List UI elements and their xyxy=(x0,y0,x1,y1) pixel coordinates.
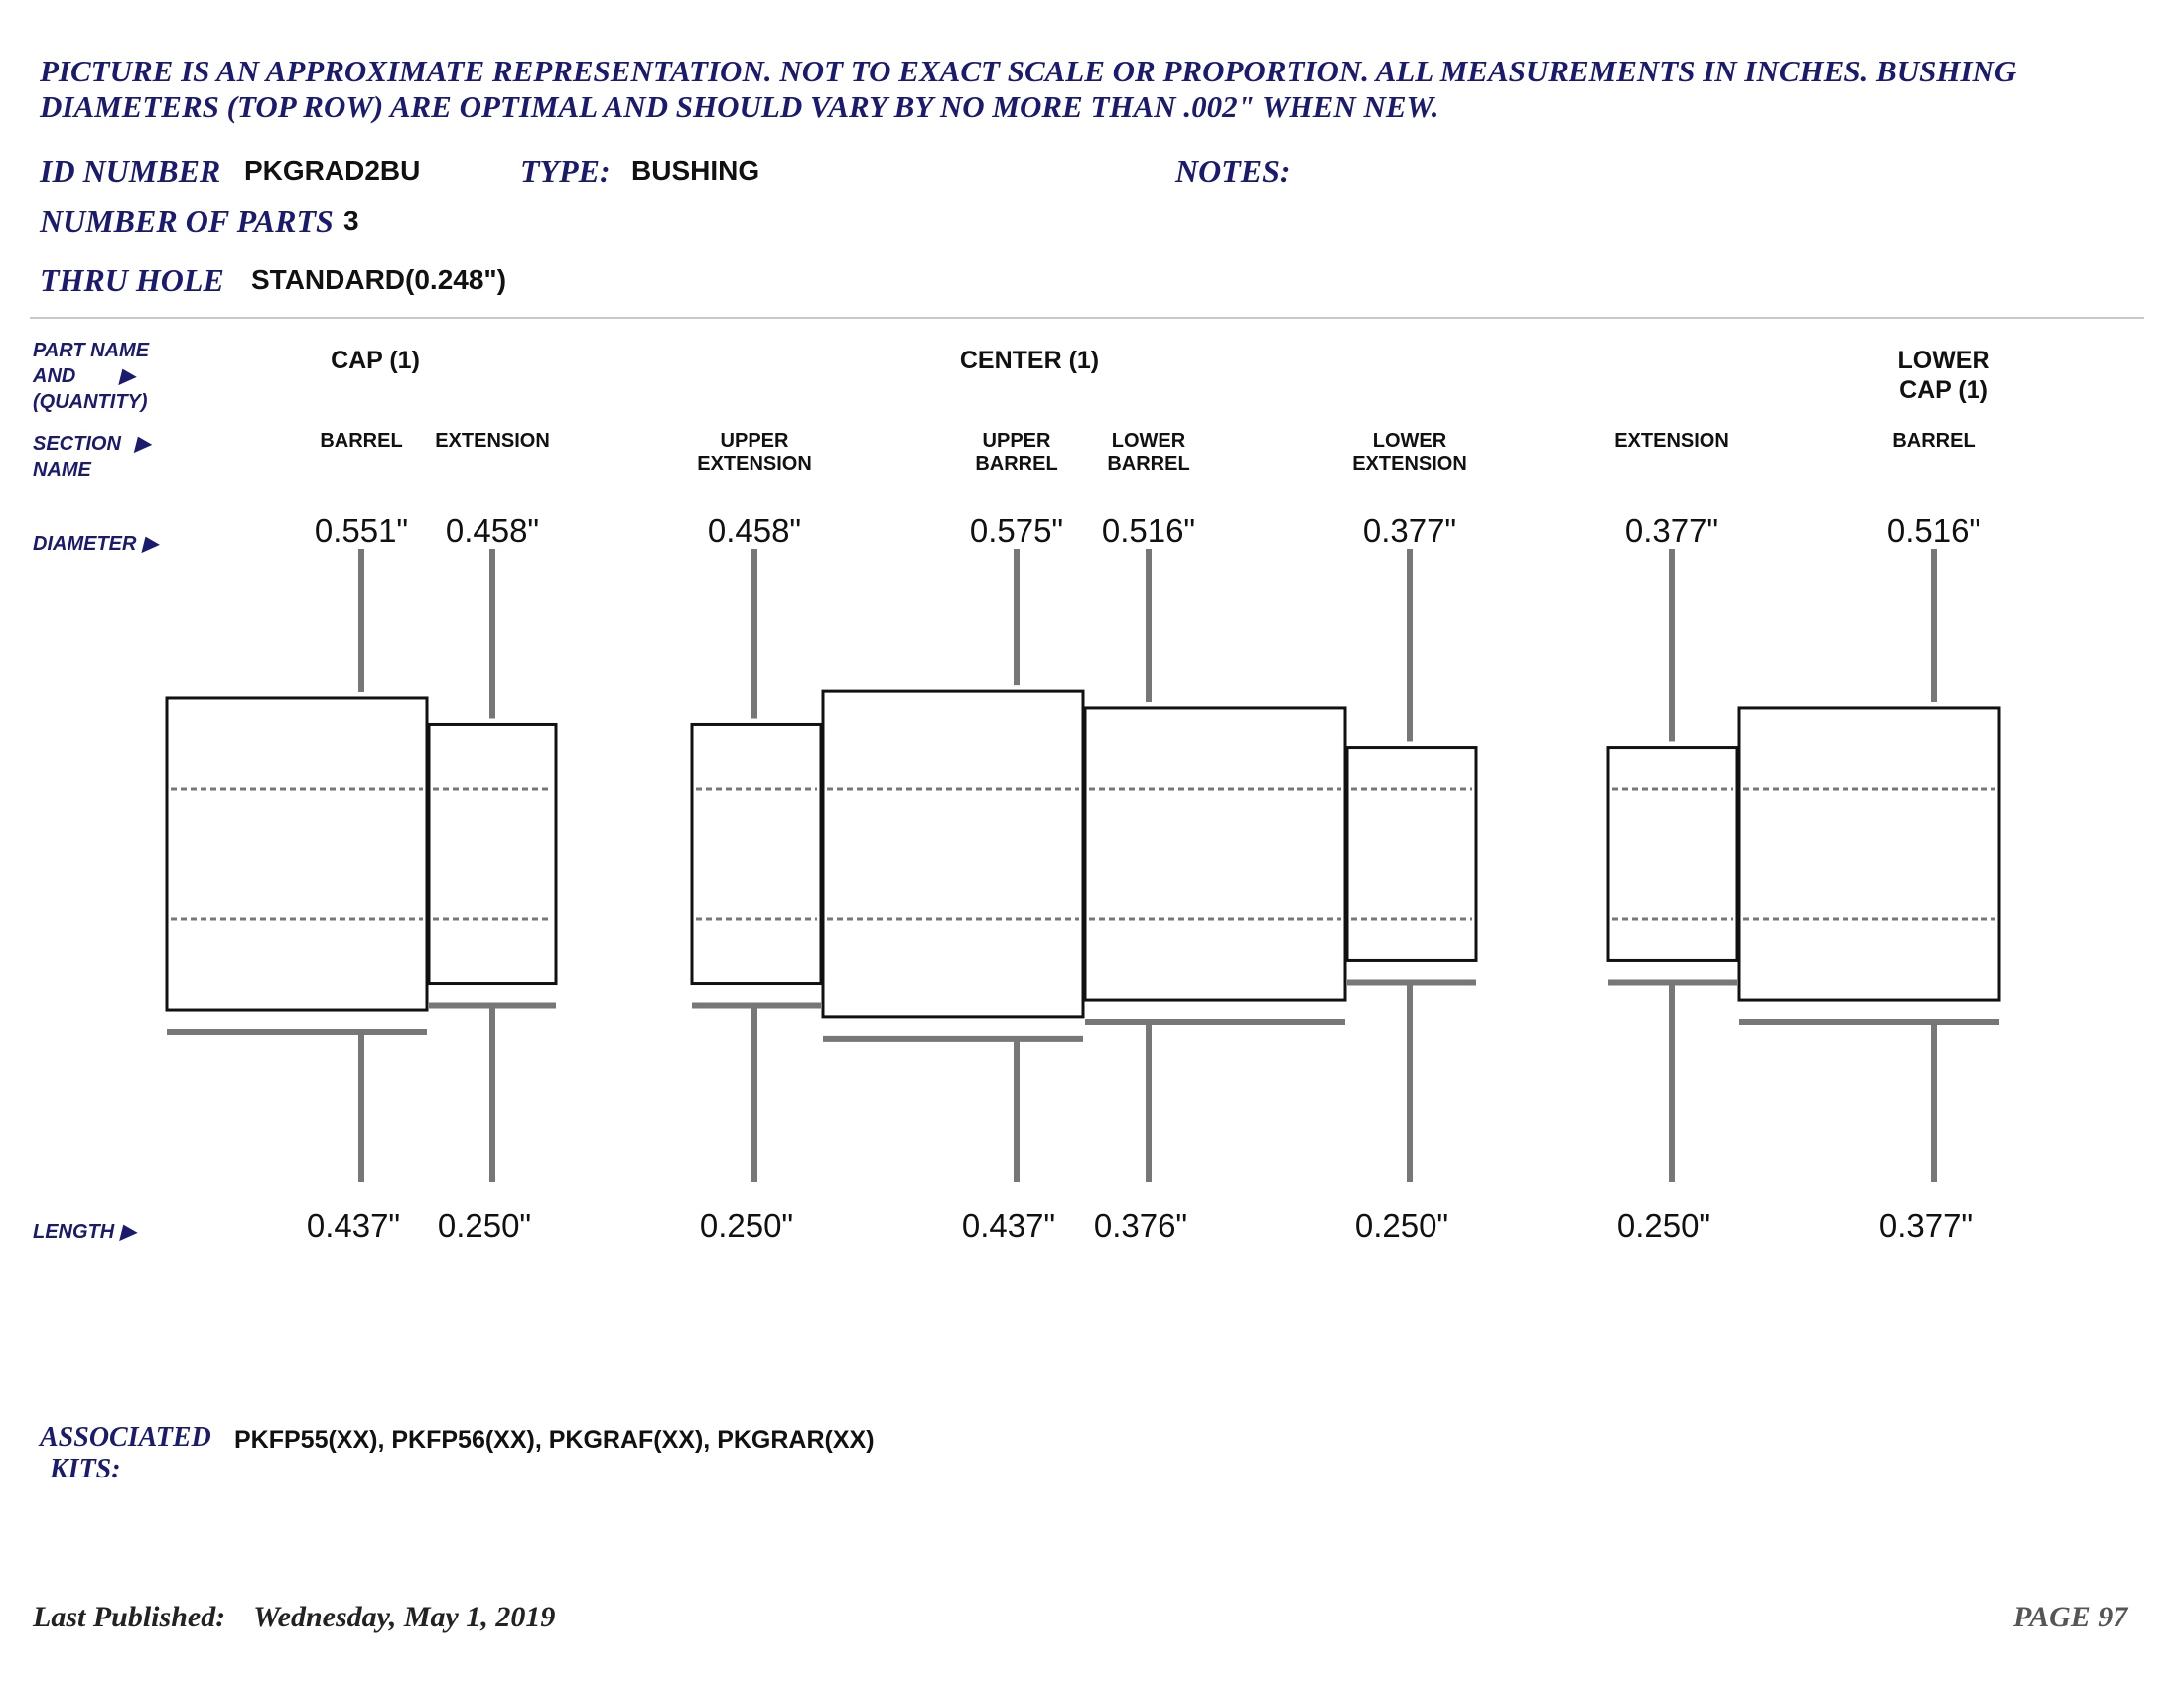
type-label: TYPE: xyxy=(520,153,611,189)
length-value: 0.437" xyxy=(306,1207,401,1244)
diameter-value: 0.516" xyxy=(1886,512,1981,549)
section-name-row-label: SECTION▶ NAME xyxy=(33,433,151,481)
length-value: 0.250" xyxy=(699,1207,794,1244)
section-body xyxy=(1083,706,1347,1002)
arrow-right-icon: ▶ xyxy=(119,365,135,387)
part-name-row-label: PART NAME AND▶ (QUANTITY) xyxy=(33,340,150,413)
arrow-right-icon: ▶ xyxy=(120,1221,136,1243)
length-value: 0.376" xyxy=(1093,1207,1188,1244)
section-body xyxy=(1345,746,1478,962)
thru-hole-label: THRU HOLE xyxy=(40,262,224,298)
diameter-value: 0.551" xyxy=(314,512,409,549)
associated-kits-value: PKFP55(XX), PKFP56(XX), PKGRAF(XX), PKGR… xyxy=(234,1426,875,1454)
diameter-value: 0.575" xyxy=(969,512,1064,549)
arrow-right-icon: ▶ xyxy=(142,533,158,555)
section-name: BARREL xyxy=(320,430,403,452)
diameter-row-label: DIAMETER▶ xyxy=(33,533,158,555)
length-value: 0.250" xyxy=(437,1207,532,1244)
section-name: BARREL xyxy=(1892,430,1976,452)
section-name: EXTENSION xyxy=(435,430,550,452)
section-body xyxy=(1606,746,1739,962)
disclaimer-text: PICTURE IS AN APPROXIMATE REPRESENTATION… xyxy=(40,54,2017,124)
section-body xyxy=(165,696,429,1012)
last-published: Last Published:Wednesday, May 1, 2019 xyxy=(33,1601,556,1633)
arrow-right-icon: ▶ xyxy=(134,433,151,455)
diameter-value: 0.516" xyxy=(1101,512,1196,549)
thru-hole-value: STANDARD(0.248") xyxy=(251,264,507,295)
id-number-label: ID NUMBER xyxy=(40,153,221,189)
associated-kits-label: ASSOCIATED KITS: xyxy=(40,1422,211,1484)
header-divider xyxy=(30,317,2144,319)
notes-label: NOTES: xyxy=(1175,153,1291,189)
length-value: 0.250" xyxy=(1354,1207,1449,1244)
page-number: PAGE 97 xyxy=(2013,1601,2128,1633)
length-value: 0.377" xyxy=(1878,1207,1974,1244)
section-body xyxy=(427,722,558,986)
length-row-label: LENGTH▶ xyxy=(33,1221,136,1243)
part-name-cap: CAP (1) xyxy=(331,347,420,374)
length-value: 0.437" xyxy=(961,1207,1056,1244)
diameter-value: 0.377" xyxy=(1362,512,1457,549)
length-value: 0.250" xyxy=(1616,1207,1711,1244)
type-value: BUSHING xyxy=(631,155,760,186)
diameter-value: 0.377" xyxy=(1624,512,1719,549)
section-body xyxy=(690,722,823,986)
section-name: EXTENSION xyxy=(1614,430,1729,452)
diameter-value: 0.458" xyxy=(707,512,802,549)
section-body xyxy=(821,689,1085,1019)
part-name-lower-cap: LOWER CAP (1) xyxy=(1897,347,1990,404)
section-body xyxy=(1737,706,2001,1002)
id-number-value: PKGRAD2BU xyxy=(244,155,421,186)
number-of-parts-label: NUMBER OF PARTS xyxy=(40,204,334,239)
number-of-parts-value: 3 xyxy=(343,206,359,236)
diameter-value: 0.458" xyxy=(445,512,540,549)
part-name-center: CENTER (1) xyxy=(959,347,1100,374)
